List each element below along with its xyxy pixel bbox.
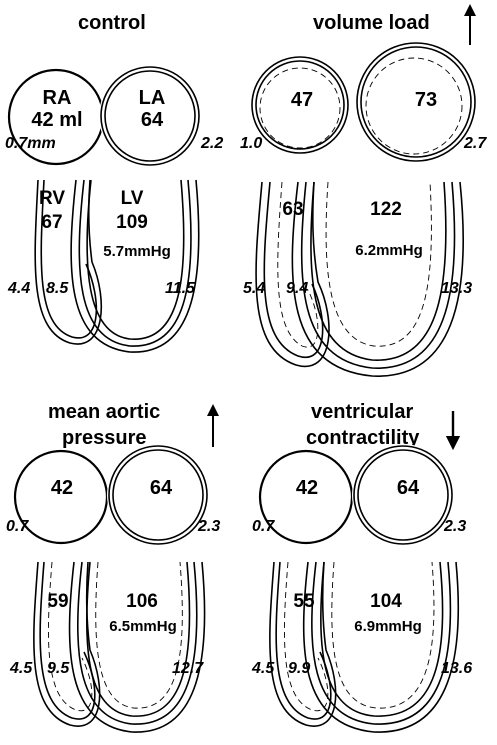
ra-wall-thickness: 0.7 bbox=[252, 518, 275, 535]
lv-volume: 104 bbox=[370, 591, 402, 612]
la-volume: 64 bbox=[150, 477, 173, 499]
lv-wall-thickness: 13.3 bbox=[441, 280, 472, 297]
la-outline bbox=[100, 66, 200, 166]
ra-label: RA bbox=[43, 87, 72, 109]
septum-thickness: 8.5 bbox=[46, 280, 69, 297]
atria bbox=[13, 444, 209, 546]
panel-title-line1: mean aortic bbox=[48, 401, 160, 423]
lv-pressure: 6.5mmHg bbox=[109, 618, 177, 635]
lv-volume: 106 bbox=[126, 591, 158, 612]
rv-volume: 63 bbox=[282, 199, 303, 220]
rv-label: RV bbox=[39, 188, 65, 209]
lv-pressure: 6.9mmHg bbox=[354, 618, 422, 635]
la-wall-thickness: 2.7 bbox=[463, 135, 487, 152]
lv-wall-thickness: 11.5 bbox=[165, 280, 196, 297]
panel-control: control RA 42 ml LA 64 0.7mm 2.2 RV 67 L… bbox=[5, 12, 223, 353]
atria bbox=[258, 444, 454, 546]
ventricle-outlines bbox=[269, 561, 460, 733]
panel-volume-load: volume load 47 73 1.0 2.7 63 bbox=[240, 4, 487, 377]
ra-outline bbox=[251, 56, 349, 154]
panel-title-line2: pressure bbox=[62, 427, 147, 449]
atria bbox=[7, 65, 201, 167]
ra-wall-thickness: 0.7 bbox=[6, 518, 29, 535]
lv-wall-thickness: 12.7 bbox=[172, 660, 204, 677]
atria bbox=[251, 41, 477, 163]
la-volume: 73 bbox=[415, 89, 437, 111]
ra-volume: 42 bbox=[296, 477, 318, 499]
ventricle-outlines bbox=[33, 561, 206, 733]
rv-wall-thickness: 4.5 bbox=[9, 660, 33, 677]
lv-wall-thickness: 13.6 bbox=[441, 660, 472, 677]
lv-volume: 122 bbox=[370, 199, 402, 220]
lv-pressure: 6.2mmHg bbox=[355, 242, 423, 259]
la-outline bbox=[108, 445, 208, 545]
la-volume: 64 bbox=[141, 109, 164, 131]
ventricle-outlines bbox=[255, 181, 465, 377]
la-outline bbox=[356, 42, 476, 162]
rv-wall-thickness: 4.4 bbox=[7, 280, 30, 297]
panel-title: volume load bbox=[313, 12, 430, 34]
ra-volume: 47 bbox=[291, 89, 313, 111]
septum-thickness: 9.4 bbox=[286, 280, 308, 297]
lv-label: LV bbox=[121, 188, 144, 209]
la-wall-thickness: 2.3 bbox=[197, 518, 220, 535]
panel-title: control bbox=[78, 12, 146, 34]
lv-pressure: 5.7mmHg bbox=[103, 243, 171, 260]
lv-volume: 109 bbox=[116, 212, 148, 233]
rv-wall-thickness: 5.4 bbox=[243, 280, 265, 297]
ra-wall-thickness: 0.7mm bbox=[5, 135, 56, 152]
panel-title-line1: ventricular bbox=[311, 401, 413, 423]
rv-volume: 67 bbox=[41, 212, 62, 233]
rv-volume: 59 bbox=[47, 591, 68, 612]
la-outline bbox=[353, 445, 453, 545]
la-label: LA bbox=[139, 87, 166, 109]
la-volume: 64 bbox=[397, 477, 420, 499]
la-wall-thickness: 2.3 bbox=[443, 518, 466, 535]
panel-title-line2: contractility bbox=[306, 427, 420, 449]
ra-outline bbox=[258, 449, 354, 545]
ra-outline bbox=[13, 449, 109, 545]
panel-ventricular-contractility: ventricular contractility 42 64 0.7 2.3 … bbox=[251, 401, 472, 733]
la-wall-thickness: 2.2 bbox=[200, 135, 223, 152]
rv-wall-thickness: 4.5 bbox=[251, 660, 275, 677]
ra-wall-thickness: 1.0 bbox=[240, 135, 262, 152]
septum-thickness: 9.9 bbox=[288, 660, 310, 677]
panel-mean-aortic-pressure: mean aortic pressure 42 64 0.7 2.3 59 10… bbox=[6, 401, 220, 733]
ra-volume: 42 ml bbox=[31, 109, 82, 131]
ventricle-outlines bbox=[34, 179, 200, 353]
septum-thickness: 9.5 bbox=[47, 660, 70, 677]
rv-volume: 55 bbox=[293, 591, 315, 612]
ra-volume: 42 bbox=[51, 477, 73, 499]
